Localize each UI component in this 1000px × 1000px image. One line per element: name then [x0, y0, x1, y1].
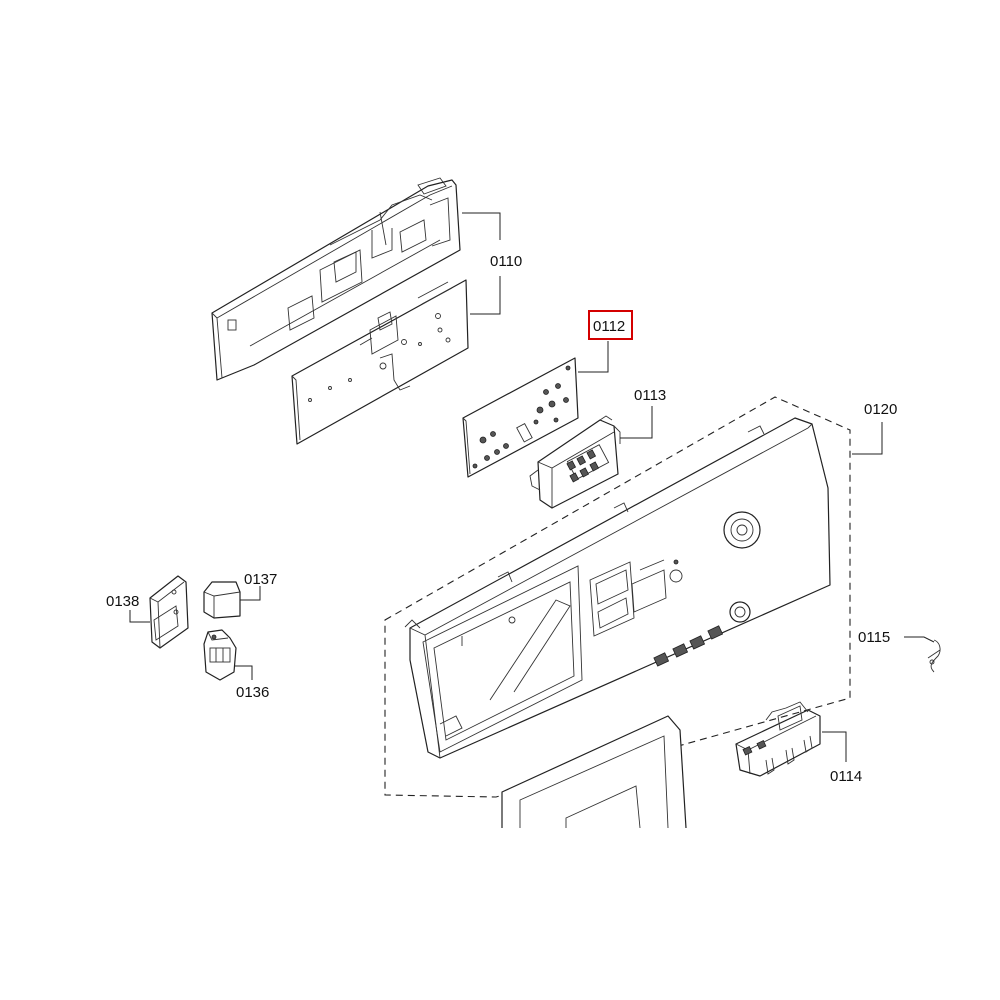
callout-0120: 0120	[864, 401, 897, 418]
callout-0113: 0113	[634, 387, 666, 404]
callout-0137: 0137	[244, 571, 277, 588]
washer-door-outline	[501, 715, 687, 829]
part-0110-housing[interactable]	[211, 177, 461, 381]
callout-0112[interactable]: 0112	[593, 318, 625, 335]
part-0114-bracket[interactable]	[735, 701, 821, 777]
callout-0110: 0110	[490, 253, 522, 270]
part-0115-wire-clip[interactable]	[927, 639, 941, 673]
part-0138-bracket[interactable]	[149, 575, 189, 649]
assembly-outline-0120	[384, 396, 851, 798]
leader-lines	[129, 212, 935, 762]
part-0113-display-module[interactable]	[529, 415, 621, 509]
leader-0115	[904, 636, 935, 643]
leader-0138	[129, 610, 150, 623]
part-0112-display-pcb[interactable]	[462, 357, 579, 478]
part-0120-control-panel[interactable]	[404, 417, 831, 759]
callout-0138: 0138	[106, 593, 139, 610]
part-0136-connector[interactable]	[203, 629, 237, 681]
highlight-box-0112	[588, 310, 633, 340]
callout-0136: 0136	[236, 684, 269, 701]
leader-0114	[822, 731, 847, 762]
leader-0137	[240, 586, 261, 601]
leader-0113	[620, 406, 653, 439]
leader-0112	[578, 341, 609, 373]
callout-0115: 0115	[858, 629, 890, 646]
leader-0110-housing	[462, 212, 501, 240]
leader-0110-pcb	[470, 276, 501, 315]
part-0137-cap[interactable]	[203, 581, 241, 619]
callout-0114: 0114	[830, 768, 862, 785]
leader-0120	[852, 422, 883, 455]
leader-0136	[234, 665, 253, 680]
part-0110-pcb[interactable]	[291, 279, 469, 445]
